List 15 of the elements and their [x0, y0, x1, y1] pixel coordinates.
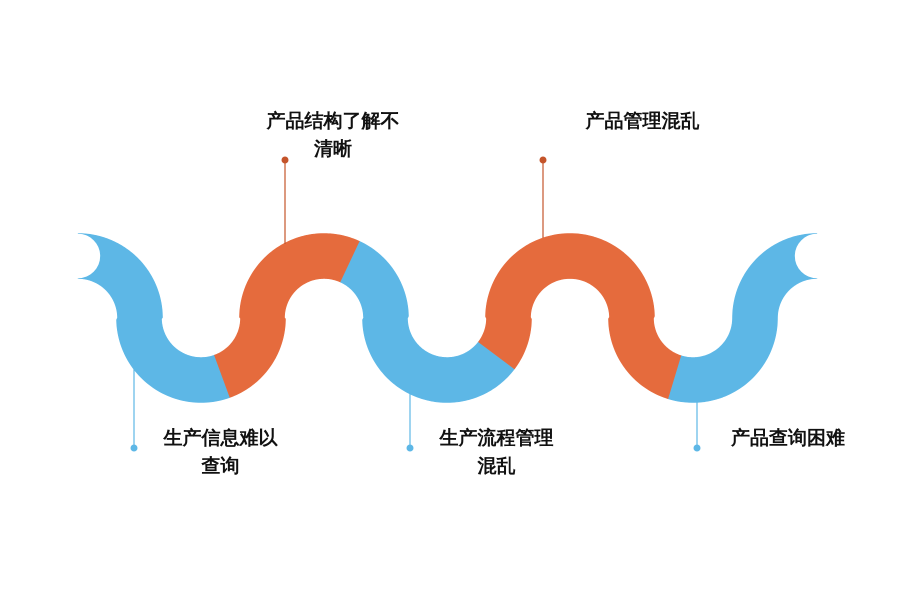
- leader-line: [282, 156, 288, 244]
- wave-band-segment: [78, 233, 230, 403]
- leader-line: [694, 402, 700, 452]
- leader-line: [540, 156, 546, 238]
- callout-text: 产品查询困难: [718, 425, 858, 453]
- wave-band-segment: [478, 233, 682, 400]
- callout-text: 产品管理混乱: [560, 108, 725, 136]
- callout-text: 生产流程管理混乱: [434, 425, 559, 481]
- wave-band-segment: [340, 241, 515, 403]
- wave-band-segment: [214, 233, 360, 398]
- callout-text: 生产信息难以查询: [158, 425, 283, 481]
- wave-band-segment: [668, 233, 818, 403]
- callout-text: 产品结构了解不清晰: [258, 108, 408, 164]
- leader-line: [130, 369, 138, 452]
- leader-line: [406, 393, 414, 452]
